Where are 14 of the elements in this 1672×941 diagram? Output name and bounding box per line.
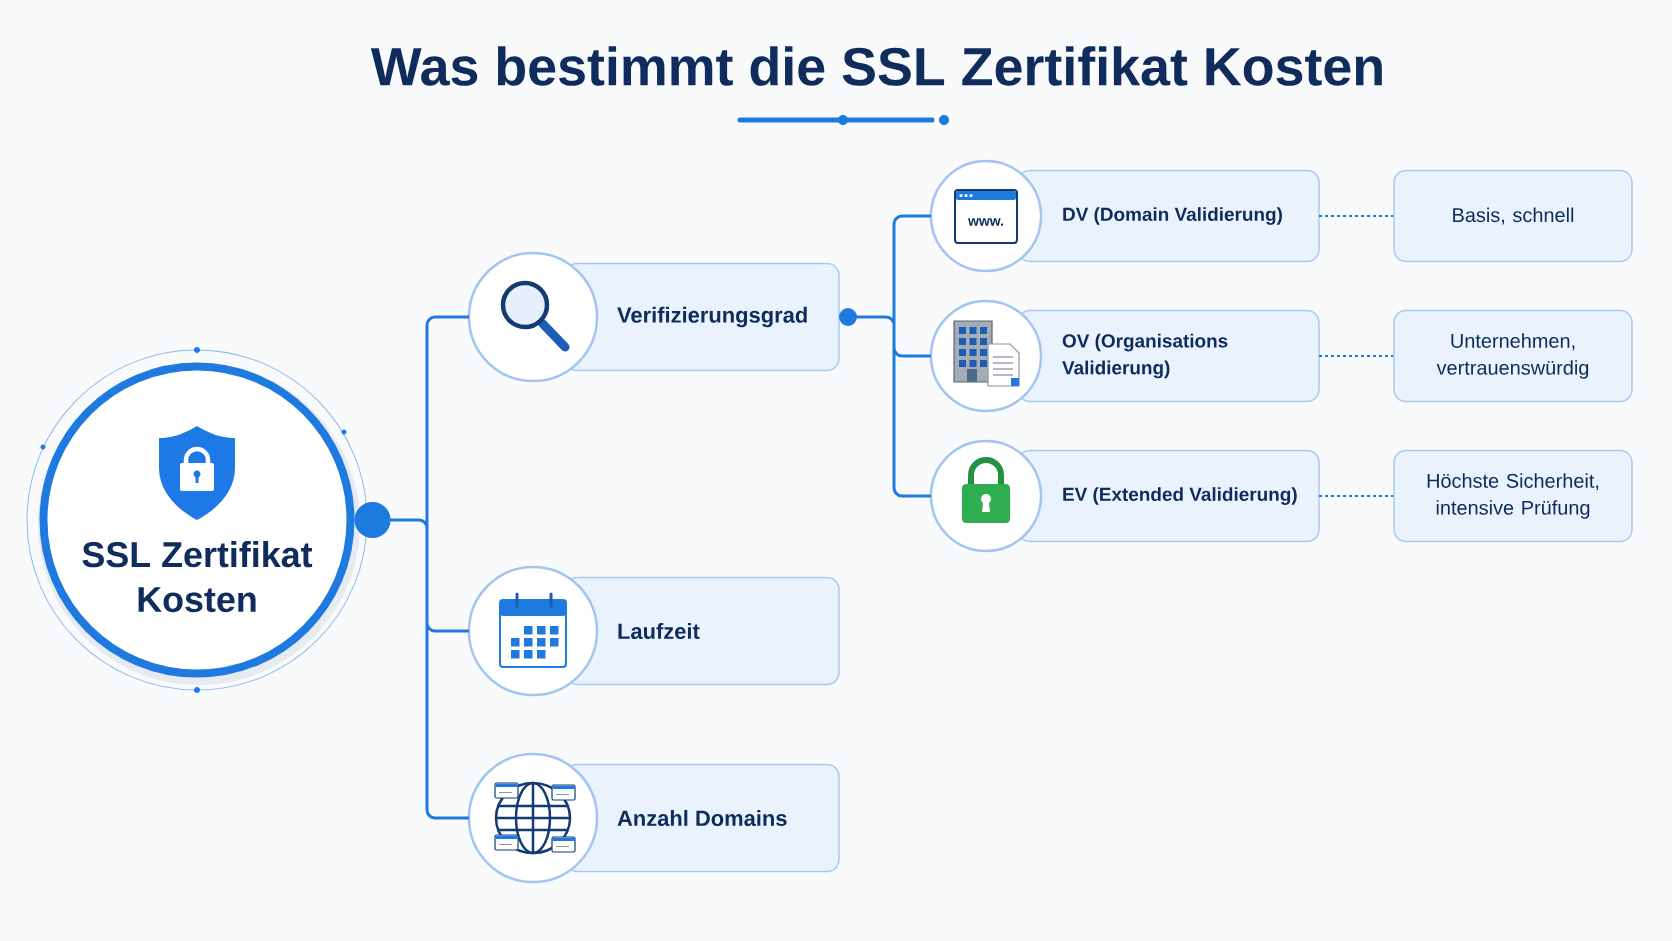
level-box: EV (Extended Validierung)	[929, 439, 1320, 553]
title: Was bestimmt die SSL Zertifikat Kosten	[370, 46, 1382, 86]
description-box: Unternehmen, vertrauenswürdig	[1393, 309, 1633, 403]
description-box: Basis, schnell	[1393, 169, 1633, 263]
connector-line	[839, 214, 933, 498]
dotted-connector	[1319, 354, 1394, 358]
browser-window: www.	[954, 189, 1018, 244]
level-box: OV (Organisations Validierung)	[929, 299, 1320, 413]
branch-box: Verifizierungsgrad	[467, 251, 840, 383]
branch-box: Anzahl Domains	[467, 752, 840, 884]
dotted-connector	[1319, 494, 1394, 498]
connector-line	[354, 315, 471, 820]
description-box: Höchste Sicherheit, intensive Prüfung	[1393, 449, 1633, 543]
dotted-connector	[1319, 214, 1394, 218]
